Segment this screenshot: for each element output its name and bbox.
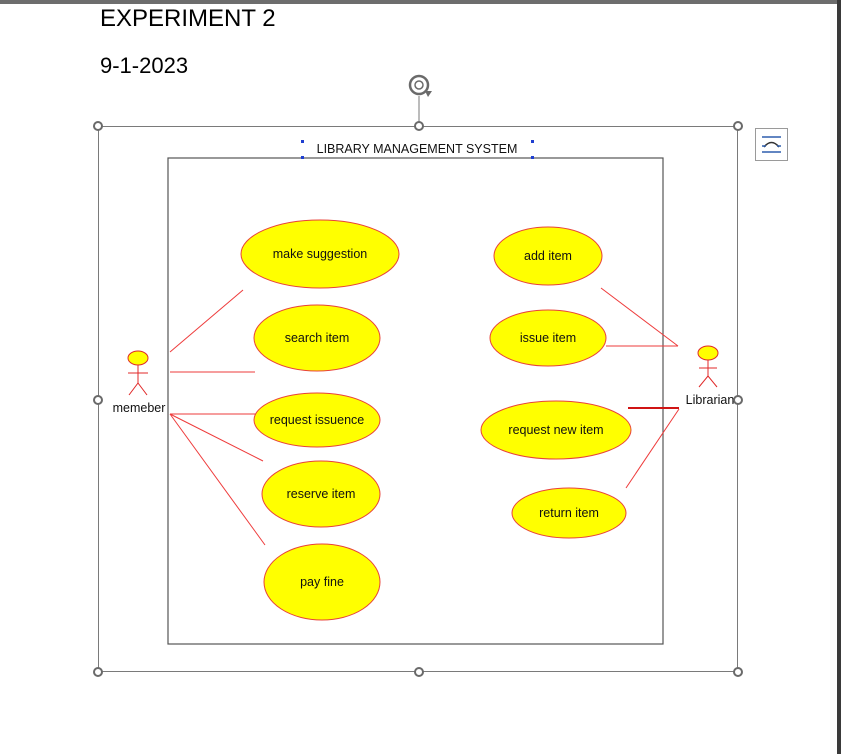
drawing-selection-frame[interactable] bbox=[98, 126, 738, 672]
system-boundary bbox=[167, 157, 664, 645]
title-selection-marker bbox=[531, 140, 534, 143]
rotate-icon[interactable] bbox=[405, 71, 435, 101]
use-case-return-item[interactable]: return item bbox=[511, 487, 627, 539]
page-top-edge bbox=[0, 0, 841, 4]
member-actor[interactable] bbox=[127, 350, 149, 396]
resize-handle-middle-right[interactable] bbox=[733, 395, 743, 405]
document-date[interactable]: 9-1-2023 bbox=[100, 53, 189, 78]
use-case-issue-item[interactable]: issue item bbox=[489, 309, 607, 367]
association-line bbox=[169, 289, 244, 353]
page-right-edge bbox=[837, 0, 841, 754]
resize-handle-bottom-center[interactable] bbox=[414, 667, 424, 677]
title-selection-marker bbox=[301, 156, 304, 159]
title-selection-marker bbox=[531, 156, 534, 159]
association-line bbox=[169, 413, 264, 462]
document-title[interactable]: EXPERIMENT 2 bbox=[100, 5, 276, 32]
use-case-label: search item bbox=[285, 331, 350, 345]
librarian-associations bbox=[600, 287, 680, 489]
use-case-add-item[interactable]: add item bbox=[493, 226, 603, 286]
system-title[interactable]: LIBRARY MANAGEMENT SYSTEM bbox=[317, 142, 518, 156]
resize-handle-top-center[interactable] bbox=[414, 121, 424, 131]
librarian-actor-label: Librarian bbox=[686, 393, 735, 407]
use-case-label: make suggestion bbox=[273, 247, 368, 261]
use-case-label: request issuence bbox=[270, 413, 365, 427]
use-case-request-new-item[interactable]: request new item bbox=[480, 400, 632, 460]
use-case-label: return item bbox=[539, 506, 599, 520]
member-associations bbox=[169, 289, 266, 546]
use-case-reserve-item[interactable]: reserve item bbox=[261, 460, 381, 528]
layout-options-icon[interactable] bbox=[755, 128, 788, 161]
resize-handle-top-left[interactable] bbox=[93, 121, 103, 131]
title-selection-marker bbox=[301, 140, 304, 143]
use-case-pay-fine[interactable]: pay fine bbox=[263, 543, 381, 621]
use-case-label: reserve item bbox=[287, 487, 356, 501]
use-case-make-suggestion[interactable]: make suggestion bbox=[240, 219, 400, 289]
use-case-label: issue item bbox=[520, 331, 576, 345]
librarian-actor[interactable] bbox=[697, 345, 719, 388]
association-line bbox=[625, 408, 680, 489]
use-case-label: add item bbox=[524, 249, 572, 263]
use-case-request-issuence[interactable]: request issuence bbox=[253, 392, 381, 448]
resize-handle-bottom-right[interactable] bbox=[733, 667, 743, 677]
association-line bbox=[169, 413, 266, 546]
resize-handle-bottom-left[interactable] bbox=[93, 667, 103, 677]
association-line bbox=[600, 287, 679, 347]
member-actor-label: memeber bbox=[113, 401, 166, 415]
use-case-label: pay fine bbox=[300, 575, 344, 589]
use-case-label: request new item bbox=[508, 423, 603, 437]
use-case-search-item[interactable]: search item bbox=[253, 304, 381, 372]
resize-handle-middle-left[interactable] bbox=[93, 395, 103, 405]
resize-handle-top-right[interactable] bbox=[733, 121, 743, 131]
